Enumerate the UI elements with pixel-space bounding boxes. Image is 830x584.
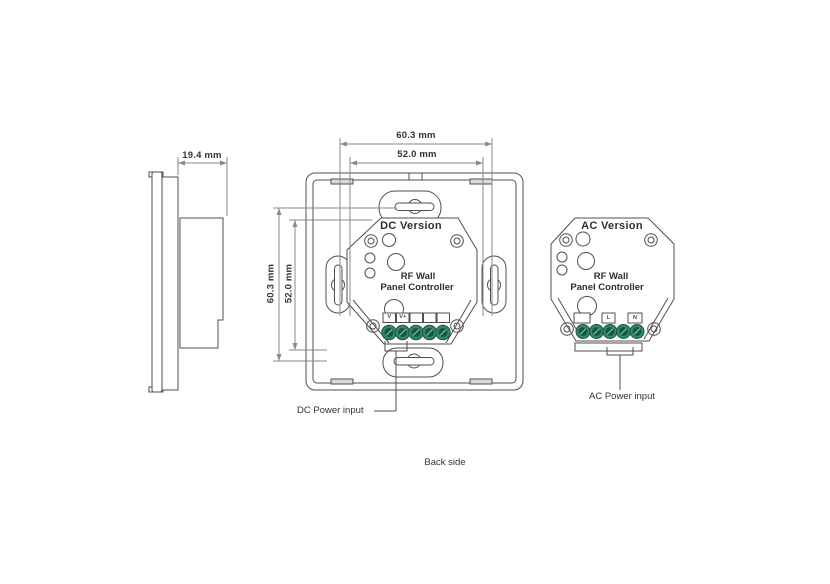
arrowhead — [292, 343, 298, 350]
dc-terminal-label-vplus: V+ — [399, 314, 407, 320]
dc-power-input-label: DC Power input — [297, 405, 364, 416]
ac-mounting-bar — [574, 342, 643, 352]
ac-terminal-block — [573, 312, 643, 324]
ac-power-leader — [606, 347, 634, 390]
dc-height-inner-dimension-label: 52.0 mm — [283, 263, 295, 304]
ac-terminal-screws — [575, 324, 645, 339]
dc-component-circles — [364, 233, 405, 319]
dc-height-outer-dimension-label: 60.3 mm — [265, 263, 277, 304]
ac-terminal-label-n: N — [633, 314, 637, 321]
dc-device-name-line2: Panel Controller — [380, 282, 454, 293]
dc-device-name-line1: RF Wall — [400, 271, 436, 282]
side-wall-plate — [161, 176, 179, 391]
dc-dimensions — [273, 138, 493, 362]
arrowhead — [485, 141, 492, 147]
ac-terminal-label-l: L — [606, 314, 611, 321]
arrowhead — [292, 220, 298, 227]
dc-terminal-block — [382, 312, 450, 323]
dc-terminal-screws — [381, 324, 451, 341]
dc-terminal-label-v: V — [387, 314, 392, 320]
dc-clip — [330, 378, 354, 385]
dc-octagon-inner-edge — [445, 299, 472, 344]
dc-width-outer-dimension-label: 60.3 mm — [396, 130, 436, 141]
dc-panel — [305, 172, 524, 412]
ac-module-octagon — [550, 217, 675, 342]
arrowhead — [350, 160, 357, 166]
side-back-box — [179, 217, 224, 349]
back-side-caption: Back side — [424, 457, 466, 468]
side-front-glass — [151, 171, 163, 393]
side-view-profile — [148, 171, 224, 393]
ac-device-name-line2: Panel Controller — [570, 282, 644, 293]
dc-keyhole-bottom — [382, 347, 444, 378]
arrowhead — [276, 208, 282, 215]
dc-screw-posts — [364, 234, 464, 333]
dc-clip — [469, 178, 493, 185]
dc-version-title: DC Version — [380, 220, 442, 232]
dc-width-inner-dimension-label: 52.0 mm — [397, 149, 437, 160]
ac-screw-posts — [559, 233, 661, 336]
arrowhead — [340, 141, 347, 147]
ac-device-name-line1: RF Wall — [593, 271, 629, 282]
dc-clip — [469, 378, 493, 385]
ac-version-title: AC Version — [581, 220, 643, 232]
dc-clip — [330, 178, 354, 185]
dc-keyhole-left — [325, 255, 351, 314]
dc-keyhole-right — [481, 255, 507, 314]
ac-panel — [550, 217, 675, 390]
ac-power-input-label: AC Power input — [588, 391, 655, 402]
arrowhead — [220, 160, 227, 166]
dc-power-leader — [374, 341, 408, 412]
arrowhead — [276, 354, 282, 361]
side-depth-dimension — [177, 157, 228, 216]
arrowhead — [178, 160, 185, 166]
ac-component-circles — [556, 231, 597, 316]
side-depth-dimension-label: 19.4 mm — [182, 150, 222, 161]
arrowhead — [476, 160, 483, 166]
